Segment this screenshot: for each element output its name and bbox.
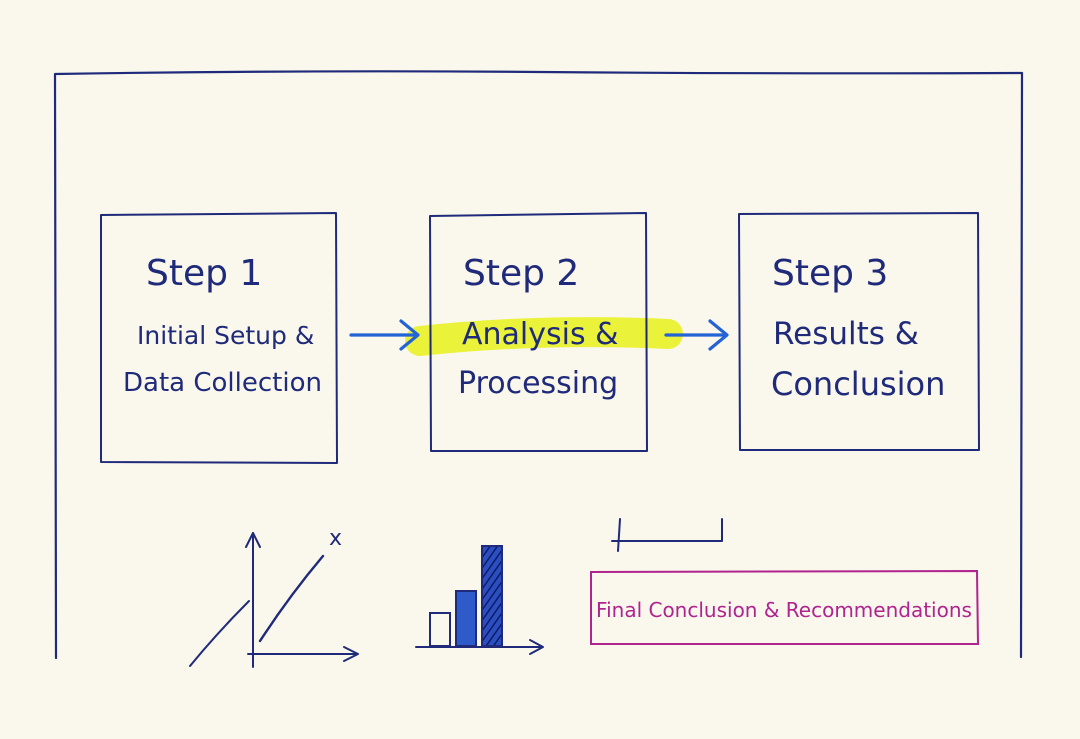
step-3-line-2: Conclusion <box>771 365 945 403</box>
step-3-border <box>738 212 980 451</box>
line-graph-sketch: x <box>189 526 359 668</box>
bar-2 <box>455 590 477 647</box>
bracket-mark <box>611 518 723 552</box>
step-2-border <box>429 212 648 452</box>
bar-graph-sketch <box>415 545 544 655</box>
line-graph-curve <box>258 554 325 643</box>
step-1-line-2: Data Collection <box>123 368 322 398</box>
arrow-step1-to-step2 <box>349 319 420 351</box>
line-graph-axis-letter: x <box>329 526 342 551</box>
step-3-line-1: Results & <box>773 316 919 352</box>
step-2-box: Step 2 Analysis & Processing <box>429 212 648 452</box>
arrow-step2-to-step3 <box>664 319 729 351</box>
outer-frame <box>53 70 1024 660</box>
conclusion-border <box>590 569 980 645</box>
highlight-mark <box>405 317 683 356</box>
bar-1 <box>429 612 451 647</box>
step-2-line-2: Processing <box>458 366 618 401</box>
step-1-title: Step 1 <box>146 253 262 294</box>
conclusion-label: Final Conclusion & Recommendations <box>596 598 972 622</box>
step-1-box: Step 1 Initial Setup & Data Collection <box>100 212 338 464</box>
bar-3 <box>481 545 503 647</box>
line-graph-tail <box>189 600 250 667</box>
step-2-title: Step 2 <box>463 253 579 294</box>
step-2-line-1: Analysis & <box>462 317 619 352</box>
conclusion-box: Final Conclusion & Recommendations <box>590 569 980 645</box>
step-1-border <box>100 212 338 464</box>
step-3-title: Step 3 <box>772 253 888 294</box>
step-1-line-1: Initial Setup & <box>137 321 314 350</box>
step-3-box: Step 3 Results & Conclusion <box>738 212 980 451</box>
